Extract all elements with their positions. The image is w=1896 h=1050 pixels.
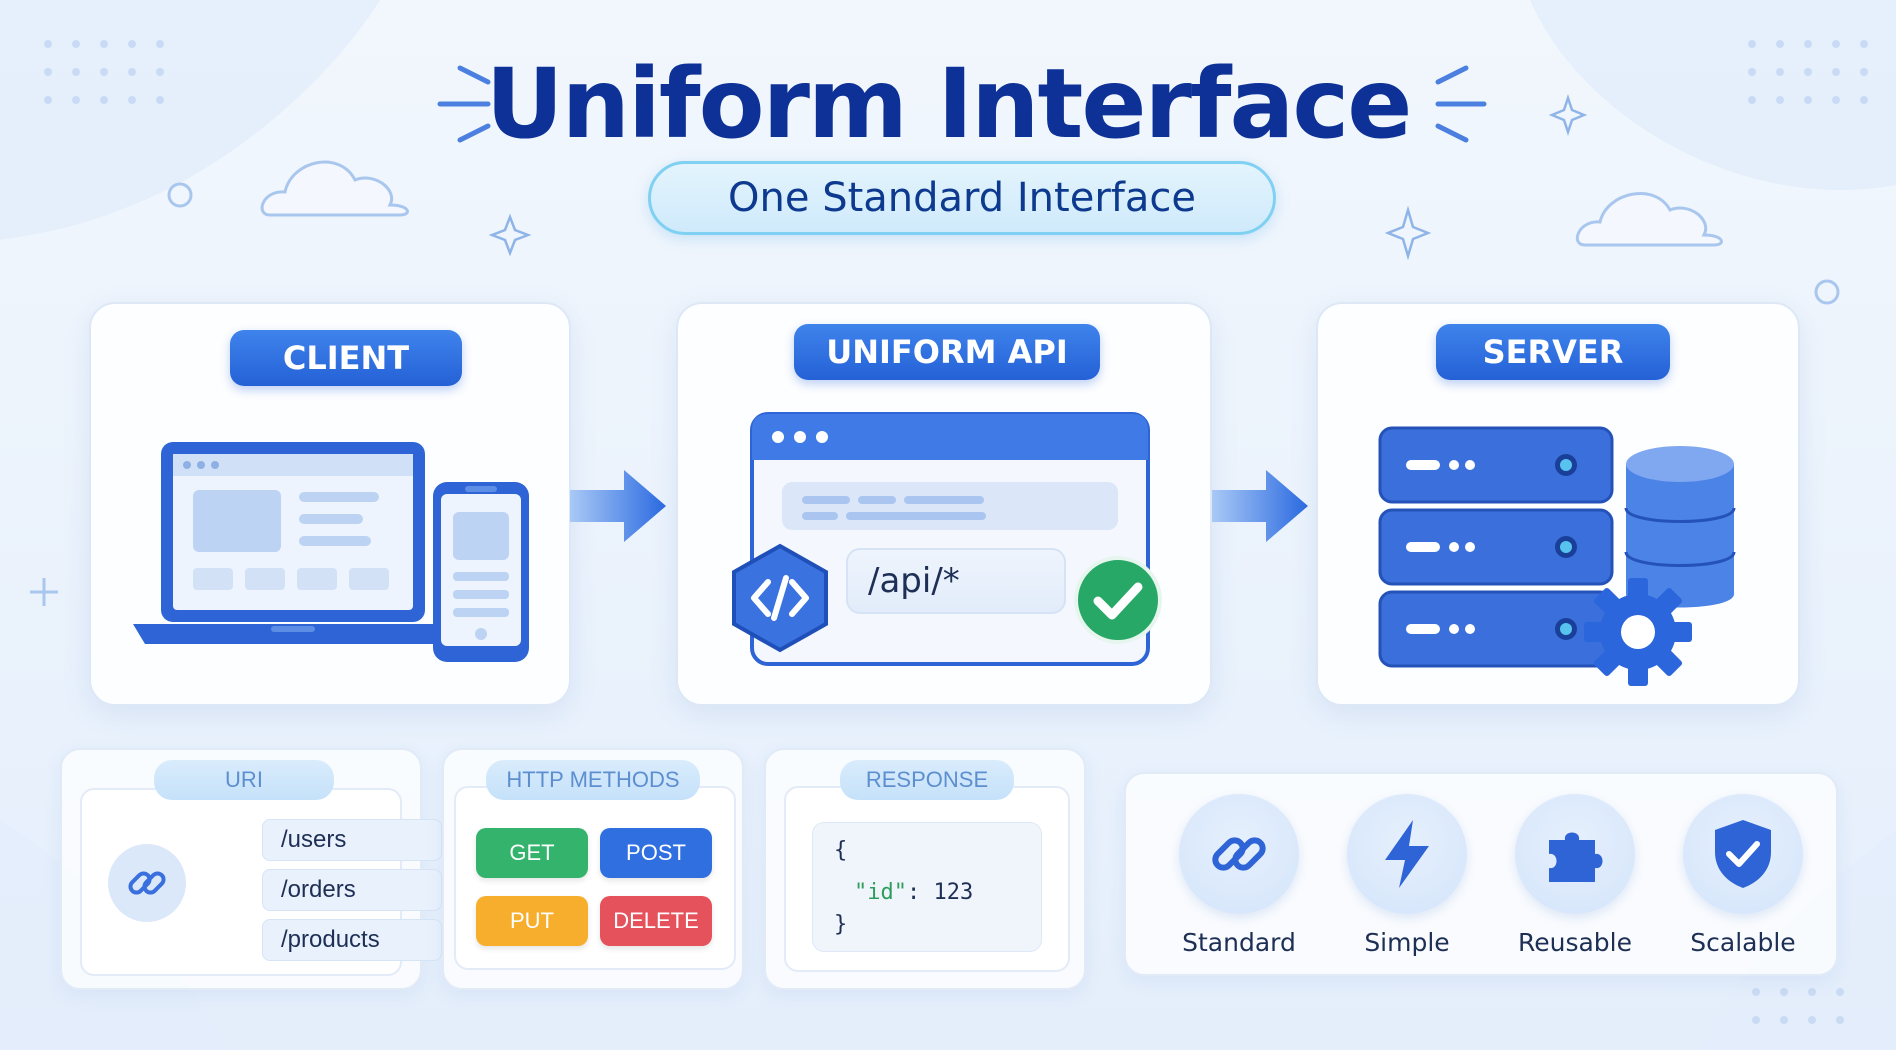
puzzle-icon bbox=[1515, 794, 1635, 914]
link-icon bbox=[108, 844, 186, 922]
server-panel: SERVER bbox=[1316, 302, 1800, 706]
page-title: Uniform Interface bbox=[485, 48, 1413, 160]
uri-item: /users bbox=[262, 819, 442, 861]
uri-item: /products bbox=[262, 919, 442, 961]
feature-reusable: Reusable bbox=[1510, 794, 1640, 957]
subtitle-pill: One Standard Interface bbox=[648, 161, 1276, 235]
response-tab: RESPONSE bbox=[840, 760, 1014, 800]
features-card: Standard Simple Reusable Scalable bbox=[1124, 772, 1838, 976]
endpoint-text: /api/* bbox=[868, 561, 960, 601]
server-database-icon bbox=[1378, 426, 1736, 686]
http-methods-card: HTTP METHODS GET POST PUT DELETE bbox=[442, 748, 744, 990]
code-colon: : bbox=[906, 880, 921, 905]
feature-label: Scalable bbox=[1690, 928, 1796, 957]
code-line: "id": 123 bbox=[854, 880, 973, 905]
feature-label: Reusable bbox=[1517, 928, 1632, 957]
code-close-brace: } bbox=[834, 912, 848, 937]
client-panel: CLIENT bbox=[89, 302, 571, 706]
lightning-icon bbox=[1347, 794, 1467, 914]
get-method-badge: GET bbox=[476, 828, 588, 878]
put-method-badge: PUT bbox=[476, 896, 588, 946]
client-label: CLIENT bbox=[230, 330, 462, 386]
feature-label: Simple bbox=[1364, 928, 1450, 957]
uniform-api-label: UNIFORM API bbox=[794, 324, 1100, 380]
http-methods-tab: HTTP METHODS bbox=[486, 760, 700, 800]
server-label: SERVER bbox=[1436, 324, 1670, 380]
response-card: RESPONSE { "id": 123 } bbox=[764, 748, 1086, 990]
post-method-badge: POST bbox=[600, 828, 712, 878]
uri-card: URI /users /orders /products bbox=[60, 748, 442, 990]
delete-method-badge: DELETE bbox=[600, 896, 712, 946]
check-icon bbox=[1074, 556, 1162, 644]
code-open-brace: { bbox=[834, 838, 848, 863]
code-block bbox=[812, 822, 1042, 952]
arrow-right-icon bbox=[570, 470, 666, 542]
uniform-api-panel: UNIFORM API /api/* bbox=[676, 302, 1212, 706]
feature-standard: Standard bbox=[1174, 794, 1304, 957]
link-icon bbox=[1179, 794, 1299, 914]
uri-item: /orders bbox=[262, 869, 442, 911]
arrow-right-icon bbox=[1212, 470, 1308, 542]
code-value: 123 bbox=[933, 880, 974, 905]
endpoint-field: /api/* bbox=[846, 548, 1066, 614]
feature-scalable: Scalable bbox=[1678, 794, 1808, 957]
feature-simple: Simple bbox=[1342, 794, 1472, 957]
feature-label: Standard bbox=[1182, 928, 1296, 957]
code-key: "id" bbox=[854, 880, 907, 905]
laptop-phone-icon bbox=[133, 442, 529, 662]
shield-check-icon bbox=[1683, 794, 1803, 914]
code-icon bbox=[732, 543, 828, 653]
uri-tab: URI bbox=[154, 760, 334, 800]
